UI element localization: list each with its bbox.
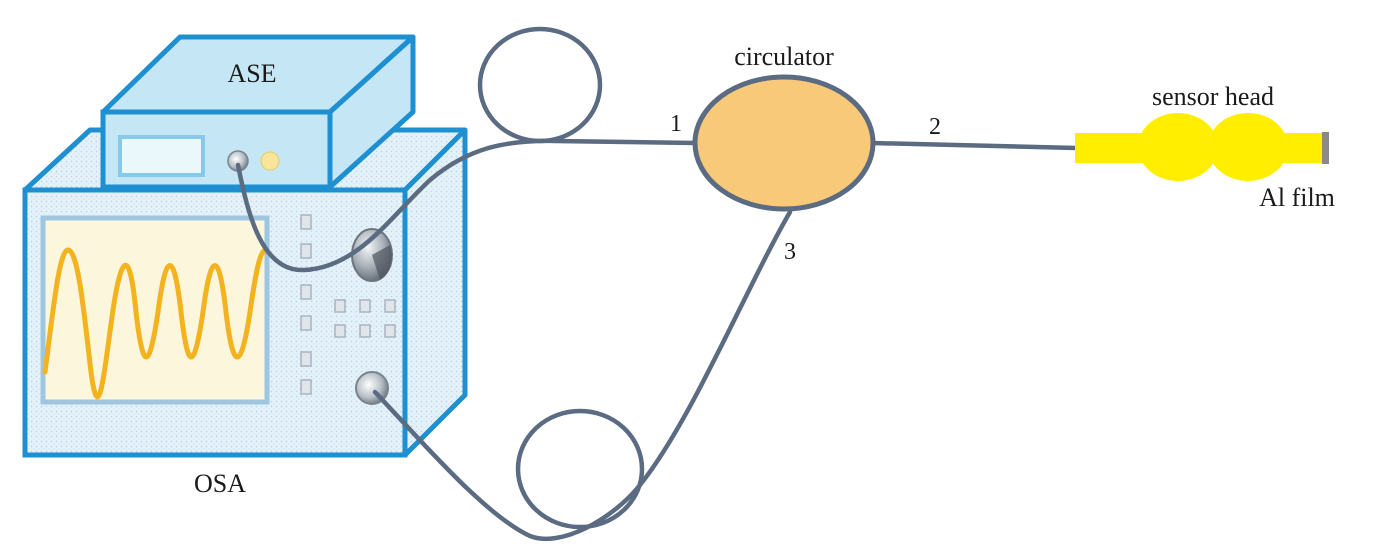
osa-buttons[interactable] xyxy=(300,214,396,395)
fiber-circulator-to-sensor xyxy=(869,140,1079,151)
al-film-layer xyxy=(1322,132,1329,164)
osa-button[interactable] xyxy=(300,315,312,331)
osa-button[interactable] xyxy=(300,379,312,395)
osa-button[interactable] xyxy=(300,214,312,230)
osa-knob-shadow xyxy=(372,245,392,280)
al-film-label: Al film xyxy=(1259,183,1335,212)
port-2-label: 2 xyxy=(929,114,941,140)
osa-instrument xyxy=(22,127,468,458)
osa-screen xyxy=(40,215,270,405)
osa-waveform xyxy=(42,247,268,400)
fiber-circulator-to-osa xyxy=(372,209,793,542)
ase-indicator-light-icon xyxy=(260,151,280,171)
sensor-fiber-right xyxy=(1262,133,1324,163)
ase-source xyxy=(100,34,416,190)
osa-key[interactable] xyxy=(384,324,396,338)
osa-button[interactable] xyxy=(300,351,312,367)
sensor-head xyxy=(1075,113,1329,181)
sensor-bulb-right xyxy=(1208,113,1288,181)
osa-label: OSA xyxy=(194,469,246,498)
circulator-label: circulator xyxy=(734,42,834,71)
osa-key[interactable] xyxy=(359,299,371,313)
sensor-head-label: sensor head xyxy=(1152,82,1274,111)
port-3-label: 3 xyxy=(784,239,796,265)
osa-key[interactable] xyxy=(359,324,371,338)
osa-button[interactable] xyxy=(300,284,312,300)
ase-label: ASE xyxy=(227,59,276,88)
osa-key[interactable] xyxy=(384,299,396,313)
ase-display xyxy=(118,135,205,177)
port-1-label: 1 xyxy=(670,111,682,137)
osa-key[interactable] xyxy=(334,324,346,338)
circulator xyxy=(692,74,876,212)
fiber-loop-lower xyxy=(515,408,645,530)
osa-button[interactable] xyxy=(300,243,312,259)
fiber-ase-to-circulator xyxy=(235,138,699,273)
osa-key[interactable] xyxy=(334,299,346,313)
fiber-loop-upper xyxy=(477,26,603,144)
sensor-bulb-left xyxy=(1138,113,1218,181)
fibers xyxy=(235,26,1079,542)
